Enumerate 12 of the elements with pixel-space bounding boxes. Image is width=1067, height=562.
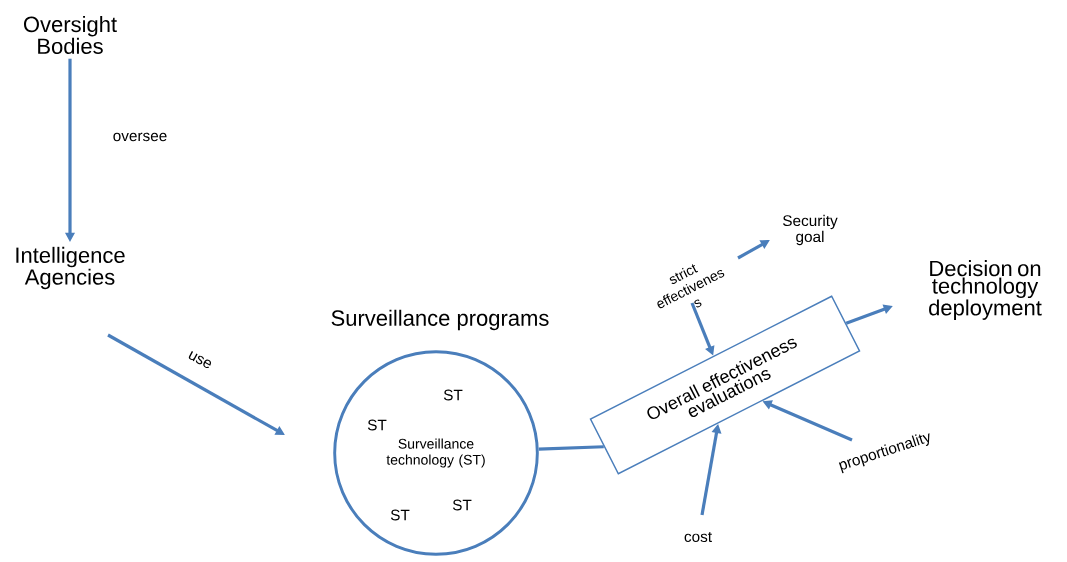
edge-label: use [185,348,215,372]
text-label: ST [390,509,410,521]
heading: Surveillance programs [331,309,549,331]
text-label: ST [367,419,387,431]
factor-label: cost [684,531,712,543]
text-label: ST [452,499,472,511]
agency-label: Intelligence Agencies [16,246,125,290]
text-label: ST [443,389,463,401]
outcome-label: Decision on technology deployment [929,260,1042,320]
goal-label: Security goal [783,214,838,246]
agency-label: Oversight Bodies [24,16,117,54]
edge-label: oversee [111,131,169,143]
